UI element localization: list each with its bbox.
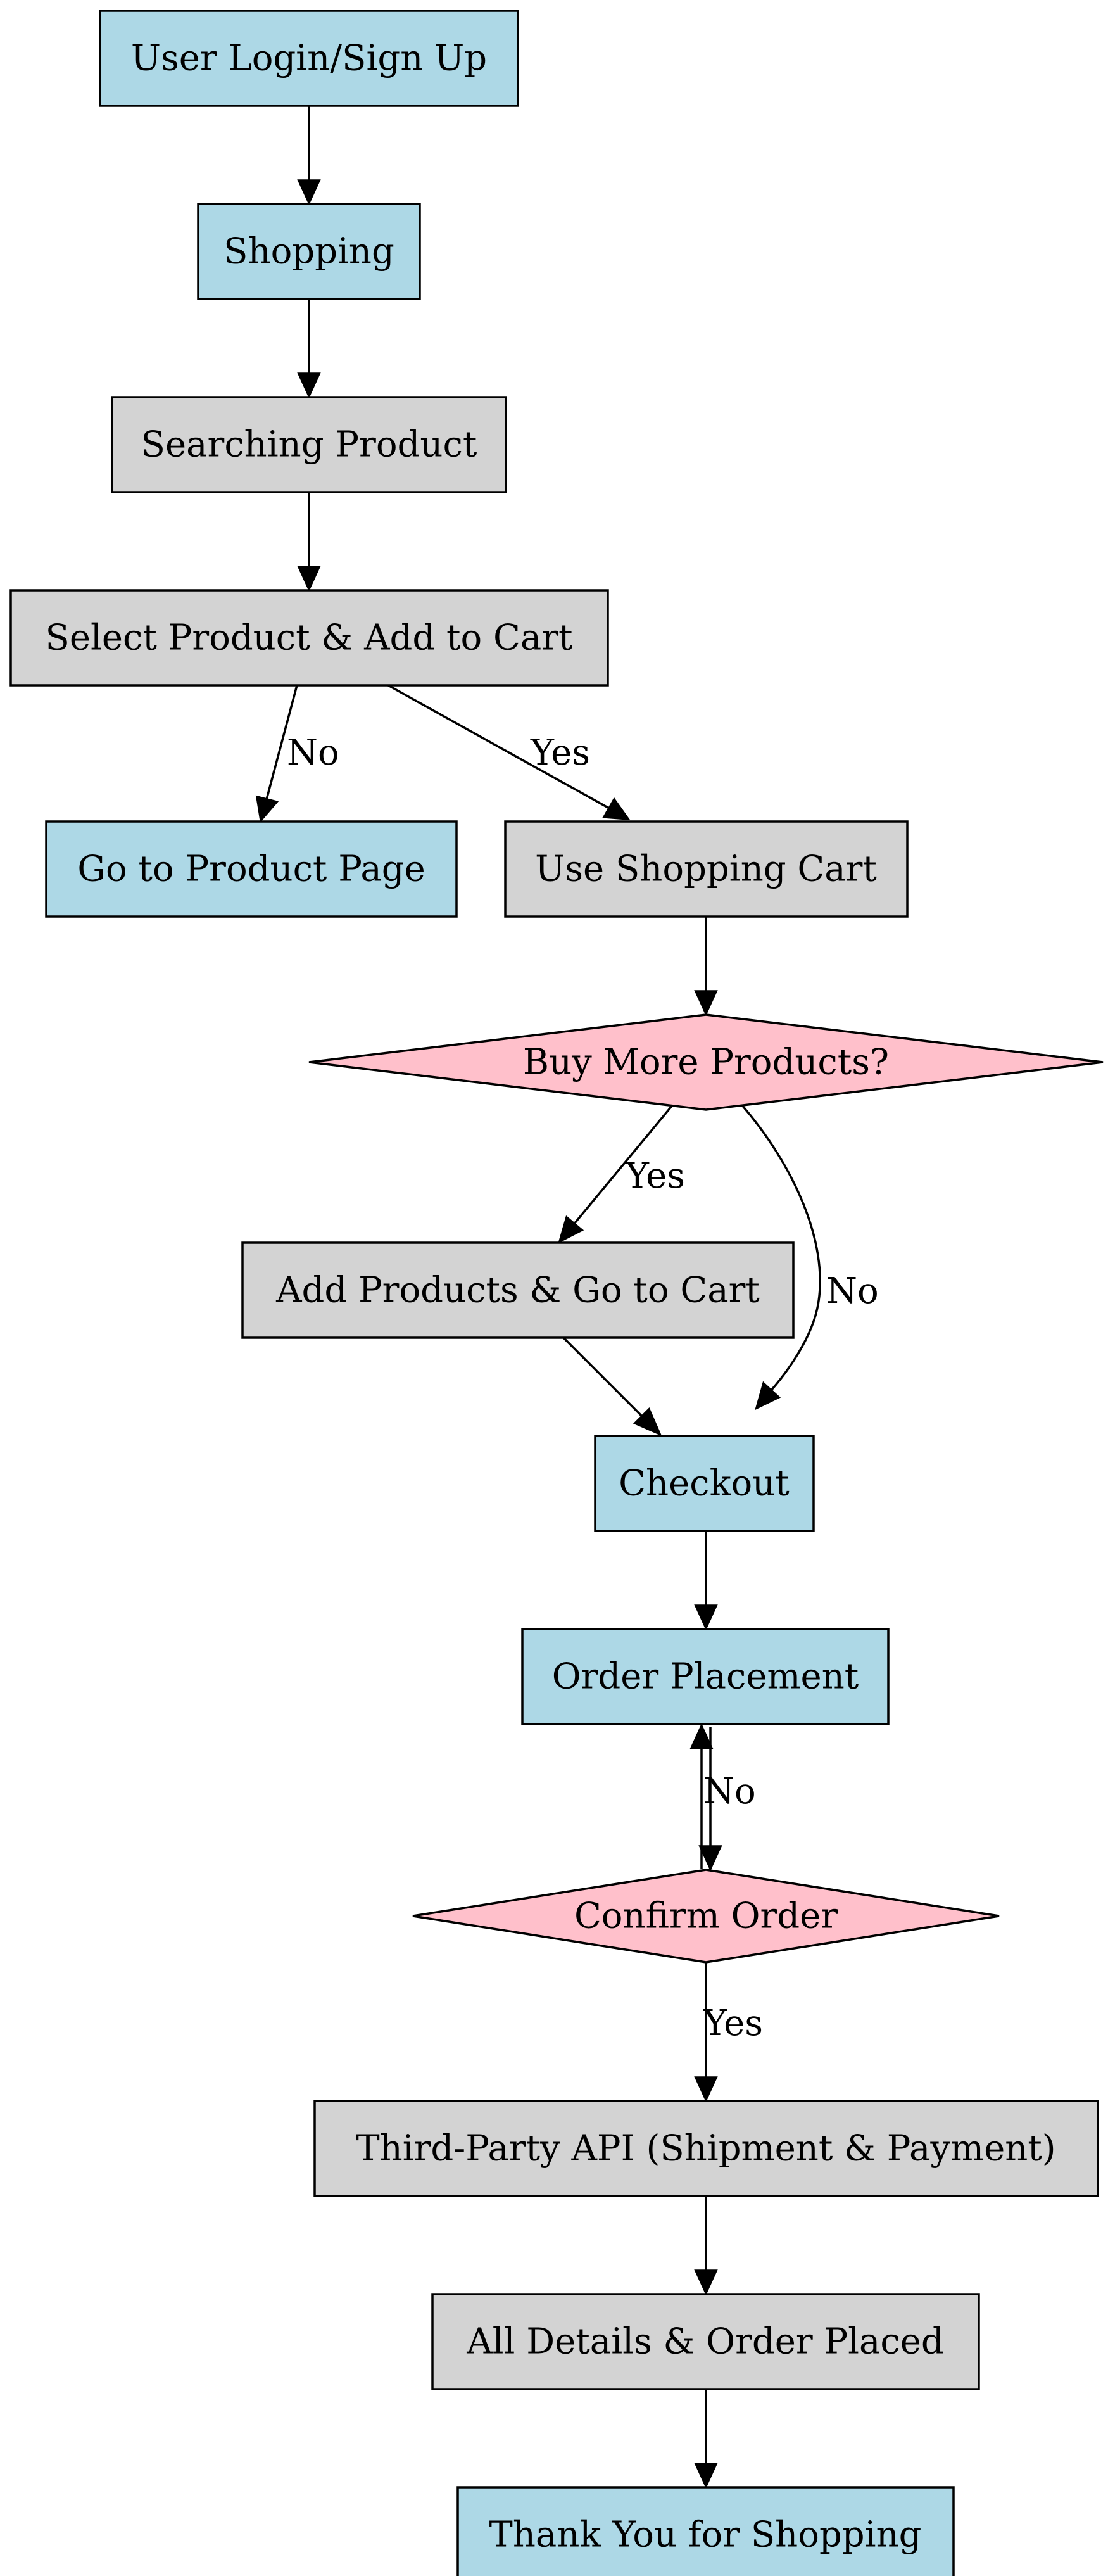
arrowhead — [694, 1604, 718, 1631]
arrowhead — [694, 2076, 718, 2103]
arrowhead — [755, 1381, 781, 1411]
node-checkout-label: Checkout — [619, 1463, 790, 1504]
arrowhead — [694, 990, 718, 1017]
edge-buymore-checkout — [741, 1104, 821, 1392]
node-third-party-label: Third-Party API (Shipment & Payment) — [356, 2128, 1055, 2169]
arrowhead — [633, 1407, 662, 1437]
node-product-page-label: Go to Product Page — [77, 849, 425, 890]
node-confirm-order — [412, 1869, 1000, 1964]
node-product-page — [45, 820, 458, 918]
arrowhead — [694, 2269, 718, 2296]
arrowhead — [297, 372, 321, 399]
node-searching-label: Searching Product — [141, 424, 477, 466]
node-use-cart — [504, 820, 909, 918]
arrowhead — [297, 179, 321, 206]
node-searching — [111, 396, 507, 493]
arrowhead — [558, 1215, 584, 1244]
edge-addgocart-checkout — [562, 1336, 643, 1418]
edge-label-select-yes: Yes — [530, 732, 590, 773]
edge-label-buymore-yes: Yes — [625, 1155, 685, 1196]
node-confirm-order-label: Confirm Order — [574, 1896, 838, 1937]
node-add-go-cart — [241, 1241, 795, 1339]
node-all-details-label: All Details & Order Placed — [466, 2321, 944, 2363]
node-buy-more — [308, 1013, 1104, 1111]
node-login — [99, 10, 519, 107]
node-order-placement — [521, 1628, 890, 1725]
edge-labels: No Yes Yes No No Yes — [287, 732, 879, 2044]
node-login-label: User Login/Sign Up — [131, 38, 487, 79]
arrowhead — [698, 1845, 722, 1872]
edge-buymore-addgocart — [573, 1104, 674, 1225]
edge-select-usecart — [387, 684, 610, 809]
node-buy-more-label: Buy More Products? — [523, 1042, 889, 1083]
node-order-placement-label: Order Placement — [552, 1656, 859, 1697]
node-thank-you-label: Thank You for Shopping — [489, 2515, 922, 2556]
node-select-add — [9, 589, 609, 687]
edge-label-select-no: No — [287, 732, 339, 773]
node-use-cart-label: Use Shopping Cart — [535, 849, 877, 890]
arrowhead — [255, 795, 279, 823]
node-shopping — [197, 203, 421, 300]
node-checkout — [594, 1435, 815, 1532]
node-all-details — [431, 2293, 980, 2390]
edge-label-buymore-no: No — [826, 1271, 879, 1312]
node-third-party — [313, 2100, 1099, 2197]
arrowhead — [694, 2463, 718, 2489]
node-add-go-cart-label: Add Products & Go to Cart — [275, 1270, 760, 1311]
edge-select-productpage — [265, 685, 298, 800]
edges — [255, 106, 821, 2489]
arrowhead — [297, 566, 321, 592]
node-thank-you — [456, 2486, 955, 2576]
arrowhead — [689, 1723, 714, 1749]
node-select-add-label: Select Product & Add to Cart — [45, 618, 573, 659]
edge-label-confirm-no: No — [703, 1771, 756, 1812]
edge-label-confirm-yes: Yes — [703, 2003, 763, 2044]
node-shopping-label: Shopping — [223, 231, 394, 272]
arrowhead — [602, 797, 631, 821]
nodes: User Login/Sign Up Shopping Searching Pr… — [9, 10, 1104, 2576]
